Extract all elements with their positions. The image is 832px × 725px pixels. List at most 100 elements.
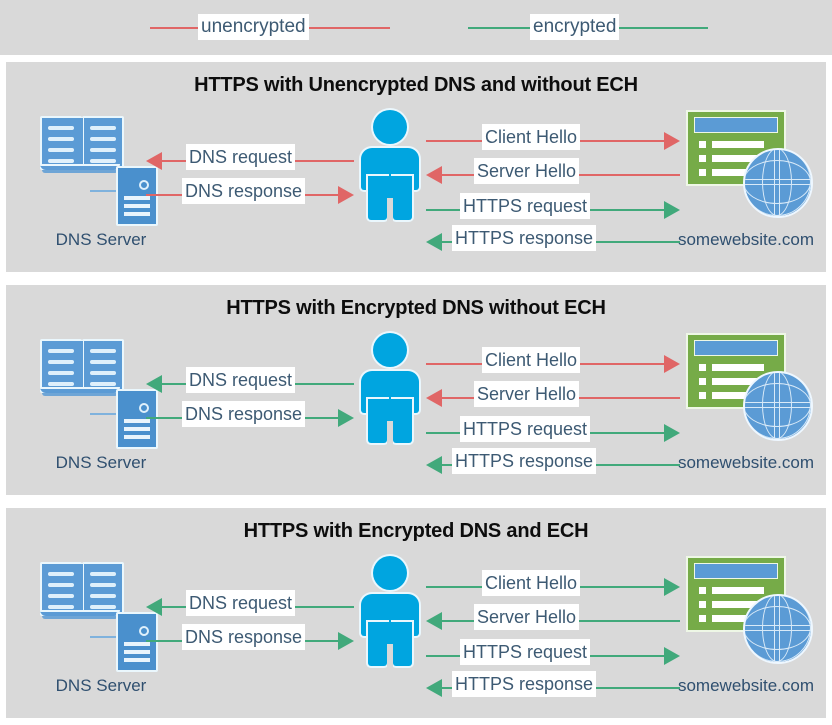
globe-icon [743, 148, 813, 218]
flow-row: Server Hello [426, 381, 680, 411]
server-slot [124, 435, 150, 439]
book-page-left [40, 339, 82, 393]
flow-arrowhead-left [146, 598, 162, 616]
server-link-wire [90, 636, 120, 638]
flow-row: HTTPS response [426, 225, 680, 255]
website-icon [686, 110, 813, 220]
website-icon [686, 556, 813, 666]
server-slot [124, 427, 150, 431]
website-label: somewebsite.com [677, 453, 815, 472]
list-bullet [699, 155, 706, 162]
browser-title-bar [694, 340, 778, 356]
book-text-line [90, 126, 116, 130]
address-book-icon [38, 337, 124, 399]
book-page-left [40, 562, 82, 616]
panel-title: HTTPS with Unencrypted DNS and without E… [194, 74, 638, 96]
list-row [712, 378, 764, 385]
server-link-wire [90, 190, 120, 192]
book-text-line [48, 594, 74, 598]
flow-row: HTTPS response [426, 448, 680, 478]
flow-arrowhead-right [664, 355, 680, 373]
flow-row: HTTPS request [426, 416, 680, 446]
browser-title-bar [694, 117, 778, 133]
flow-label: HTTPS request [460, 416, 591, 442]
flow-arrowhead-right [664, 647, 680, 665]
book-text-line [48, 148, 74, 152]
flow-arrowhead-right [338, 409, 354, 427]
flow-label: HTTPS request [460, 193, 591, 219]
flow-label: Client Hello [482, 347, 581, 373]
flow-row: DNS request [146, 144, 354, 174]
flow-row: Client Hello [426, 570, 680, 600]
book-spine [77, 118, 83, 166]
list-bullet [699, 601, 706, 608]
flow-arrowhead-left [426, 389, 442, 407]
server-power-led [139, 180, 149, 190]
address-book-icon [38, 560, 124, 622]
legend-label-unencrypted: unencrypted [198, 14, 309, 40]
flow-row: HTTPS request [426, 193, 680, 223]
list-row [712, 364, 764, 371]
panel-title: HTTPS with Encrypted DNS without ECH [226, 297, 606, 319]
user-head [373, 110, 407, 144]
book-text-line [90, 572, 116, 576]
globe-icon [743, 371, 813, 441]
book-text-line [90, 137, 116, 141]
flow-label: Client Hello [482, 124, 581, 150]
globe-equator [745, 625, 811, 631]
flow-arrowhead-left [426, 233, 442, 251]
list-row [712, 615, 756, 622]
book-text-line [90, 360, 116, 364]
book-text-line [48, 382, 74, 386]
book-spine [77, 564, 83, 612]
flow-arrowhead-right [664, 201, 680, 219]
globe-equator [745, 179, 811, 185]
list-row [712, 587, 764, 594]
flow-arrowhead-left [426, 166, 442, 184]
scenario-panel: HTTPS with Encrypted DNS without ECH DNS … [6, 285, 826, 495]
book-text-line [48, 349, 74, 353]
flow-label: DNS response [182, 624, 306, 650]
list-bullet [699, 169, 706, 176]
flow-arrowhead-left [426, 456, 442, 474]
book-text-line [48, 572, 74, 576]
book-text-line [48, 159, 74, 163]
flow-arrowhead-left [426, 612, 442, 630]
list-bullet [699, 392, 706, 399]
flow-arrowhead-right [338, 632, 354, 650]
legend-item-unencrypted: unencrypted [150, 0, 390, 55]
user-icon [356, 333, 424, 445]
dns-server-label: DNS Server [55, 676, 147, 695]
website-icon [686, 333, 813, 443]
flow-row: Client Hello [426, 124, 680, 154]
server-link-wire [90, 413, 120, 415]
user-leg-gap [387, 198, 393, 222]
book-text-line [90, 583, 116, 587]
book-text-line [90, 594, 116, 598]
book-base-shadow [42, 616, 118, 619]
server-slot [124, 196, 150, 200]
server-tower-icon [116, 612, 158, 672]
globe-icon [743, 594, 813, 664]
book-spine [77, 341, 83, 389]
book-text-line [48, 126, 74, 130]
server-slot [124, 212, 150, 216]
book-text-line [90, 148, 116, 152]
dns-server-label: DNS Server [55, 453, 147, 472]
flow-label: Server Hello [474, 158, 580, 184]
book-text-line [90, 605, 116, 609]
list-bullet [699, 587, 706, 594]
user-leg-gap [387, 644, 393, 668]
flow-row: Client Hello [426, 347, 680, 377]
server-slot [124, 419, 150, 423]
list-bullet [699, 141, 706, 148]
flow-label: Server Hello [474, 381, 580, 407]
globe-axis [774, 150, 780, 216]
book-base-shadow [42, 170, 118, 173]
book-page-left [40, 116, 82, 170]
book-page-right [82, 339, 124, 393]
flow-label: DNS request [186, 367, 296, 393]
flow-arrowhead-left [146, 375, 162, 393]
flow-arrowhead-right [664, 424, 680, 442]
